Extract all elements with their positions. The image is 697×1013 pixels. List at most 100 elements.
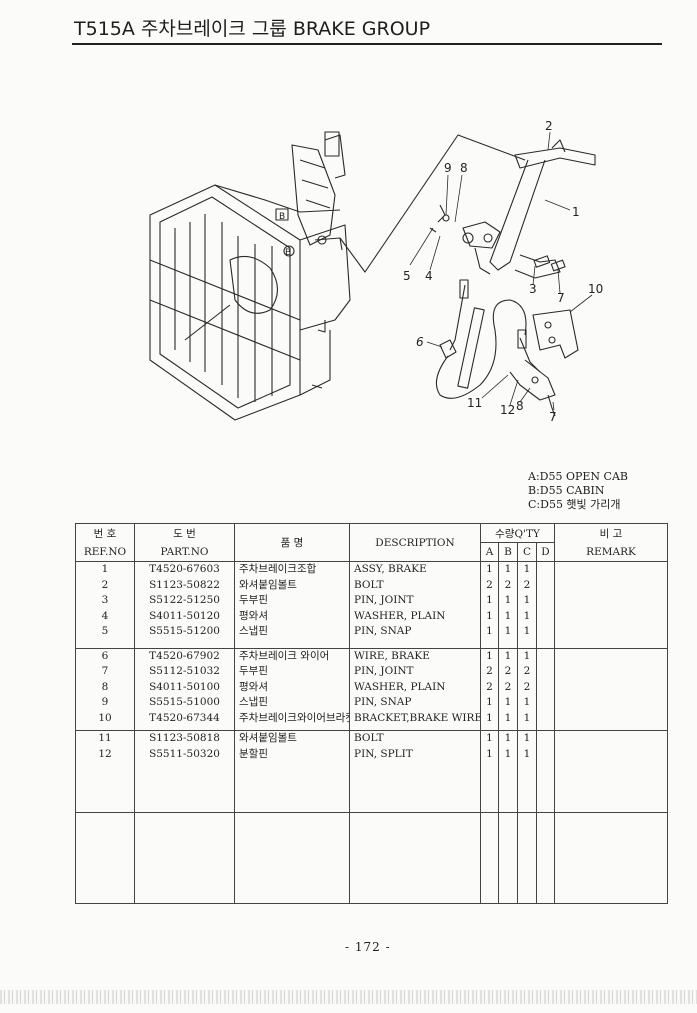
group-divider-row: [75, 762, 668, 813]
part-no: S4011-50100: [134, 679, 235, 695]
header-qty-a: A: [480, 542, 499, 562]
part-name-kr: 스냅핀: [234, 624, 350, 640]
qty-b: 2: [498, 679, 518, 695]
part-name-kr: 와셔붙임볼트: [234, 730, 350, 747]
part-no: S5112-51032: [134, 664, 235, 680]
callout-4: 4: [425, 269, 433, 283]
cab-frame-drawing: [149, 131, 351, 421]
qty-d: [536, 561, 555, 578]
group-divider-row: [75, 726, 668, 731]
part-no: S5515-51000: [134, 695, 235, 711]
ref-no: 10: [75, 710, 135, 726]
callout-8: 8: [460, 161, 468, 175]
description: WASHER, PLAIN: [349, 608, 481, 624]
header-description: DESCRIPTION: [349, 523, 481, 562]
brake-wire-drawing: [435, 279, 556, 417]
description: PIN, JOINT: [349, 593, 481, 609]
callout-8b: 8: [516, 399, 524, 413]
qty-a: 1: [480, 593, 499, 609]
parts-table: 번 호 도 번 품 명 DESCRIPTION 수량Q'TY 비 고 REF.N…: [75, 523, 668, 904]
remark: [554, 664, 668, 680]
remark: [554, 695, 668, 711]
part-no: S5122-51250: [134, 593, 235, 609]
remark: [554, 593, 668, 609]
qty-a: 2: [480, 577, 499, 593]
qty-c: 1: [517, 695, 537, 711]
part-name-kr: 분할핀: [234, 746, 350, 762]
page-number: - 172 -: [345, 940, 391, 954]
group-divider-row: [75, 639, 668, 649]
empty-block-row: [75, 812, 668, 904]
title-rule: [72, 43, 662, 45]
qty-a: 1: [480, 561, 499, 578]
part-no: T4520-67344: [134, 710, 235, 726]
scan-noise-strip: [0, 990, 697, 1004]
part-name-kr: 주차브레이크 와이어: [234, 648, 350, 664]
part-name-kr: 두부핀: [234, 664, 350, 680]
ref-no: 1: [75, 561, 135, 578]
part-name-kr: 두부핀: [234, 593, 350, 609]
part-no: S5515-51200: [134, 624, 235, 640]
qty-d: [536, 648, 555, 664]
part-name-kr: 와셔붙임볼트: [234, 577, 350, 593]
legend-b: B:D55 CABIN: [528, 484, 605, 497]
qty-d: [536, 577, 555, 593]
qty-c: 1: [517, 746, 537, 762]
part-name-kr: 평와셔: [234, 608, 350, 624]
remark: [554, 679, 668, 695]
qty-a: 1: [480, 695, 499, 711]
qty-a: 2: [480, 664, 499, 680]
part-no: S5511-50320: [134, 746, 235, 762]
brake-lever-drawing: [429, 139, 596, 359]
callout-b1: B: [279, 212, 285, 222]
qty-b: 2: [498, 664, 518, 680]
qty-d: [536, 624, 555, 640]
header-remark-kr: 비 고: [554, 523, 668, 543]
qty-c: 2: [517, 664, 537, 680]
qty-b: 1: [498, 608, 518, 624]
qty-d: [536, 608, 555, 624]
description: ASSY, BRAKE: [349, 561, 481, 578]
part-name-kr: 주차브레이크조합: [234, 561, 350, 578]
connecting-line: [339, 134, 526, 273]
remark: [554, 624, 668, 640]
description: BOLT: [349, 730, 481, 747]
part-name-kr: 주차브레이크와이어브라켓: [234, 710, 350, 726]
qty-c: 2: [517, 577, 537, 593]
header-remark-en: REMARK: [554, 542, 668, 562]
qty-a: 1: [480, 608, 499, 624]
header-qty: 수량Q'TY: [480, 523, 555, 543]
callout-1: 1: [572, 205, 580, 219]
description: PIN, SPLIT: [349, 746, 481, 762]
qty-c: 1: [517, 730, 537, 747]
qty-d: [536, 695, 555, 711]
header-ref-en: REF.NO: [75, 542, 135, 562]
remark: [554, 608, 668, 624]
qty-d: [536, 679, 555, 695]
qty-b: 1: [498, 730, 518, 747]
ref-no: 11: [75, 730, 135, 747]
qty-d: [536, 593, 555, 609]
qty-d: [536, 730, 555, 747]
callout-b2: B: [285, 248, 291, 258]
remark: [554, 746, 668, 762]
callout-5: 5: [403, 269, 411, 283]
ref-no: 2: [75, 577, 135, 593]
qty-b: 1: [498, 561, 518, 578]
qty-c: 2: [517, 679, 537, 695]
part-no: T4520-67603: [134, 561, 235, 578]
part-name-kr: 평와셔: [234, 679, 350, 695]
qty-b: 1: [498, 593, 518, 609]
qty-c: 1: [517, 710, 537, 726]
qty-b: 1: [498, 695, 518, 711]
remark: [554, 648, 668, 664]
